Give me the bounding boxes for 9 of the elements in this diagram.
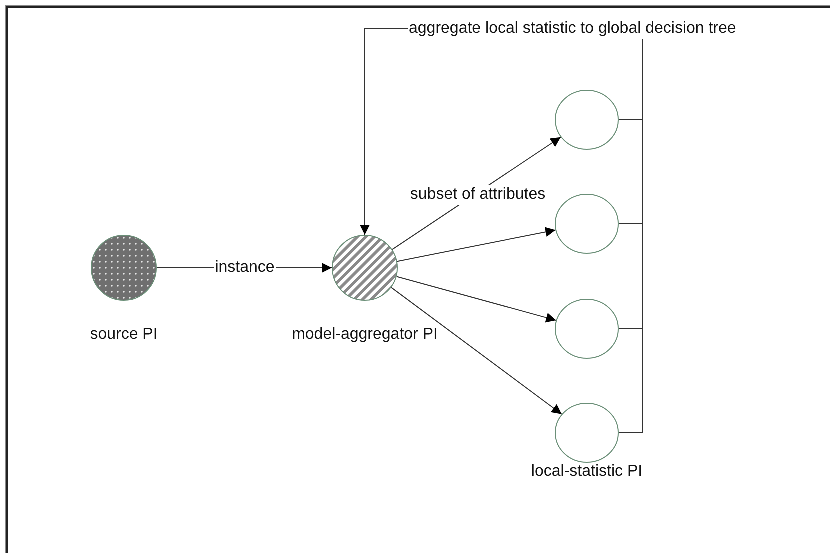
arrow	[396, 276, 557, 323]
group-caption: local-statistic PI	[531, 462, 643, 482]
node-text: aggregate local statistic to global decision tree	[408, 19, 738, 39]
edge-label: subset of attributes	[409, 185, 547, 205]
arrow	[390, 287, 562, 415]
node-caption: model-aggregator PI	[292, 325, 438, 345]
node-caption: source PI	[90, 325, 158, 345]
arrow	[396, 227, 556, 262]
arrow	[360, 28, 408, 236]
